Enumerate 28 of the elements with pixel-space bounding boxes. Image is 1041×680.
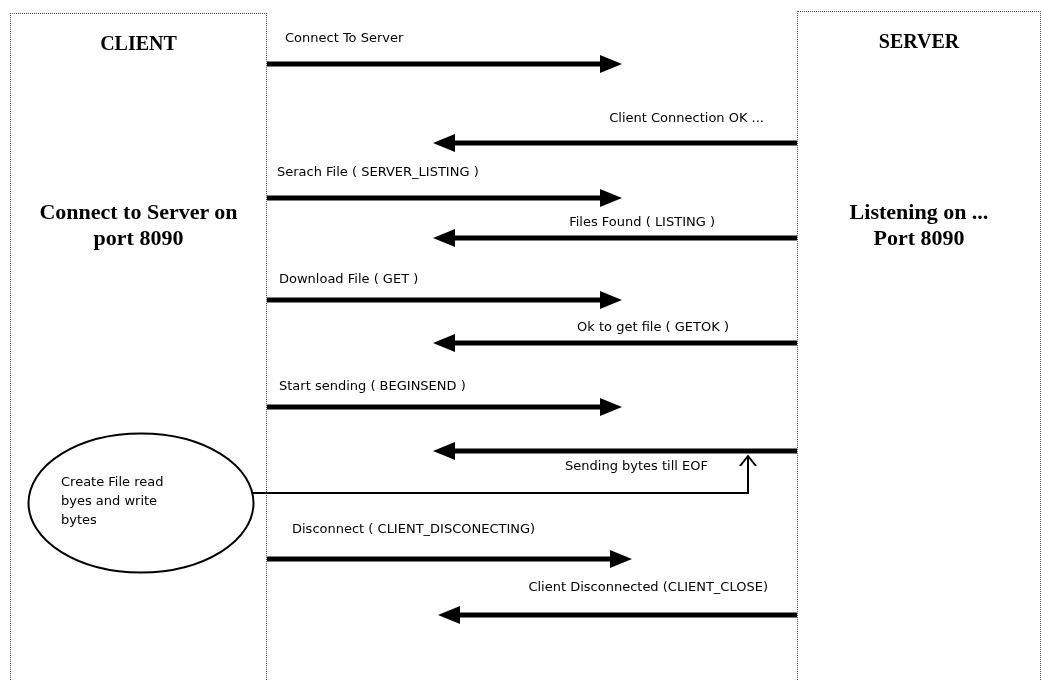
edge-label: Ok to get file ( GETOK ) (575, 319, 731, 334)
edge-label: Client Disconnected (CLIENT_CLOSE) (526, 579, 770, 594)
message-arrow (433, 442, 797, 460)
edge-label: Download File ( GET ) (277, 271, 421, 286)
message-arrow (267, 55, 622, 73)
message-arrow (267, 398, 622, 416)
message-arrow (267, 189, 622, 207)
message-arrow (433, 229, 797, 247)
message-arrow (267, 550, 632, 568)
edge-label: Serach File ( SERVER_LISTING ) (275, 164, 481, 179)
edge-label: Start sending ( BEGINSEND ) (277, 378, 468, 393)
lane-panel (10, 13, 267, 680)
ellipse-text: Create File read byes and write bytes (61, 473, 165, 529)
edge-label: Client Connection OK ... (607, 110, 766, 125)
lane-heading: SERVER (877, 30, 961, 53)
lane-description: Listening on ... Port 8090 (848, 199, 990, 251)
lane-panel (797, 11, 1041, 680)
edge-label: Files Found ( LISTING ) (567, 214, 717, 229)
process-ellipse (27, 432, 255, 574)
lane-heading: CLIENT (99, 32, 178, 55)
message-arrow (438, 606, 797, 624)
message-arrow (433, 134, 797, 152)
leader-line (252, 455, 757, 494)
lane-description: Connect to Server on port 8090 (38, 199, 239, 251)
edge-label: Connect To Server (283, 30, 406, 45)
edge-label: Sending bytes till EOF (563, 458, 710, 473)
message-arrow (267, 291, 622, 309)
message-arrow (433, 334, 797, 352)
